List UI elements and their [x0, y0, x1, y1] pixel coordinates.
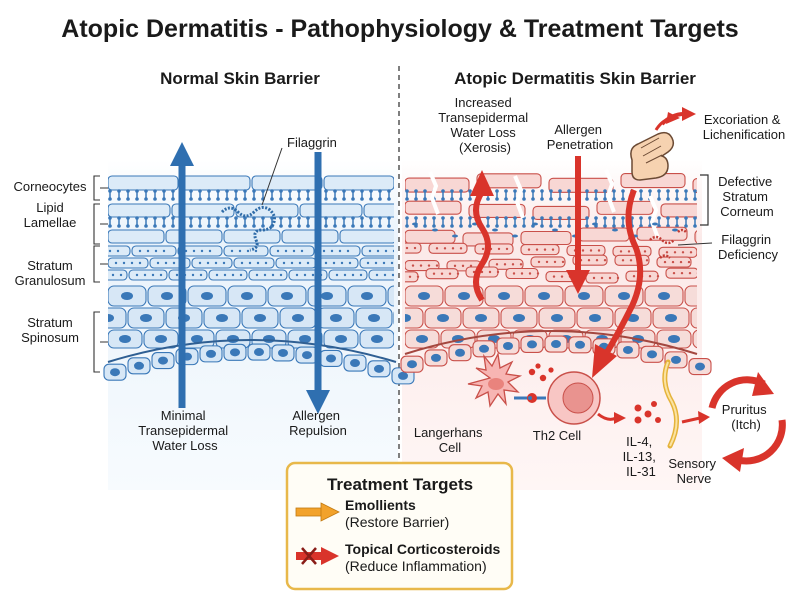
corticosteroids-desc: (Reduce Inflammation): [345, 558, 487, 574]
ad-basement-membrane: [404, 330, 698, 355]
normal-basement-membrane: [107, 339, 397, 363]
filaggrin-deficiency-pointer: [677, 242, 713, 246]
sensory-nerve-highlight: [663, 361, 678, 447]
defective-stratum-label: Defective Stratum Corneum: [718, 174, 776, 219]
allergen-repulsion-label: Allergen Repulsion: [289, 408, 347, 438]
pruritus-arrowhead-bottom: [722, 448, 744, 472]
filaggrin-label: Filaggrin: [287, 135, 337, 150]
filaggrin-fragments-icon: [649, 228, 687, 259]
allergen-penetration-arrow: [566, 156, 590, 294]
antigen-receptor-icon: [514, 393, 546, 403]
cytokine-arrow: [597, 412, 626, 424]
langerhans-cell-icon: [467, 351, 523, 408]
pruritus-label: Pruritus (Itch): [722, 402, 770, 432]
allergen-repulsion-arrow: [306, 152, 330, 414]
excoriation-arrow: [660, 107, 696, 126]
increased-water-loss-label: Increased Transepidermal Water Loss (Xer…: [438, 95, 531, 155]
nerve-signal-arrow: [681, 411, 710, 424]
excoriation-label: Excoriation & Lichenification: [703, 112, 785, 142]
scratch-damage-arrow: [592, 188, 644, 378]
treatment-heading: Treatment Targets: [327, 475, 473, 494]
th2-label: Th2 Cell: [533, 428, 582, 443]
filaggrin-deficiency-label: Filaggrin Deficiency: [718, 232, 778, 262]
cytokines-label: IL-4, IL-13, IL-31: [623, 434, 660, 479]
red-crossed-arrow-icon: [296, 547, 339, 565]
filaggrin-strand-icon: [220, 205, 276, 252]
defective-stratum-bracket: [700, 174, 709, 226]
ad-panel-heading: Atopic Dermatitis Skin Barrier: [454, 69, 696, 88]
cytokine-particles-icon: [634, 401, 661, 424]
layer-label: Corneocytes: [14, 179, 87, 194]
allergen-penetration-label: Allergen Penetration: [547, 122, 614, 152]
allergen-particles-icon: [528, 363, 554, 382]
water-loss-arrow: [170, 142, 194, 408]
water-loss-label: Minimal Transepidermal Water Loss: [138, 408, 231, 453]
langerhans-label: Langerhans Cell: [414, 425, 486, 455]
sensory-nerve-label: Sensory Nerve: [668, 456, 719, 486]
increased-water-loss-arrow: [470, 170, 494, 302]
th2-cell-icon: [547, 371, 601, 425]
pruritus-arrowhead-top: [752, 372, 774, 396]
orange-arrow-icon: [295, 502, 340, 522]
diagram-title: Atopic Dermatitis - Pathophysiology & Tr…: [61, 15, 738, 43]
normal-panel-heading: Normal Skin Barrier: [160, 69, 320, 88]
filaggrin-pointer: [261, 147, 283, 206]
emollients-desc: (Restore Barrier): [345, 514, 449, 530]
emollients-label: Emollients: [345, 497, 416, 513]
normal-skin-layers: [108, 175, 394, 349]
corticosteroids-label: Topical Corticosteroids: [345, 541, 501, 557]
normal-basal-cells: [103, 343, 415, 385]
treatment-box: [285, 461, 514, 591]
